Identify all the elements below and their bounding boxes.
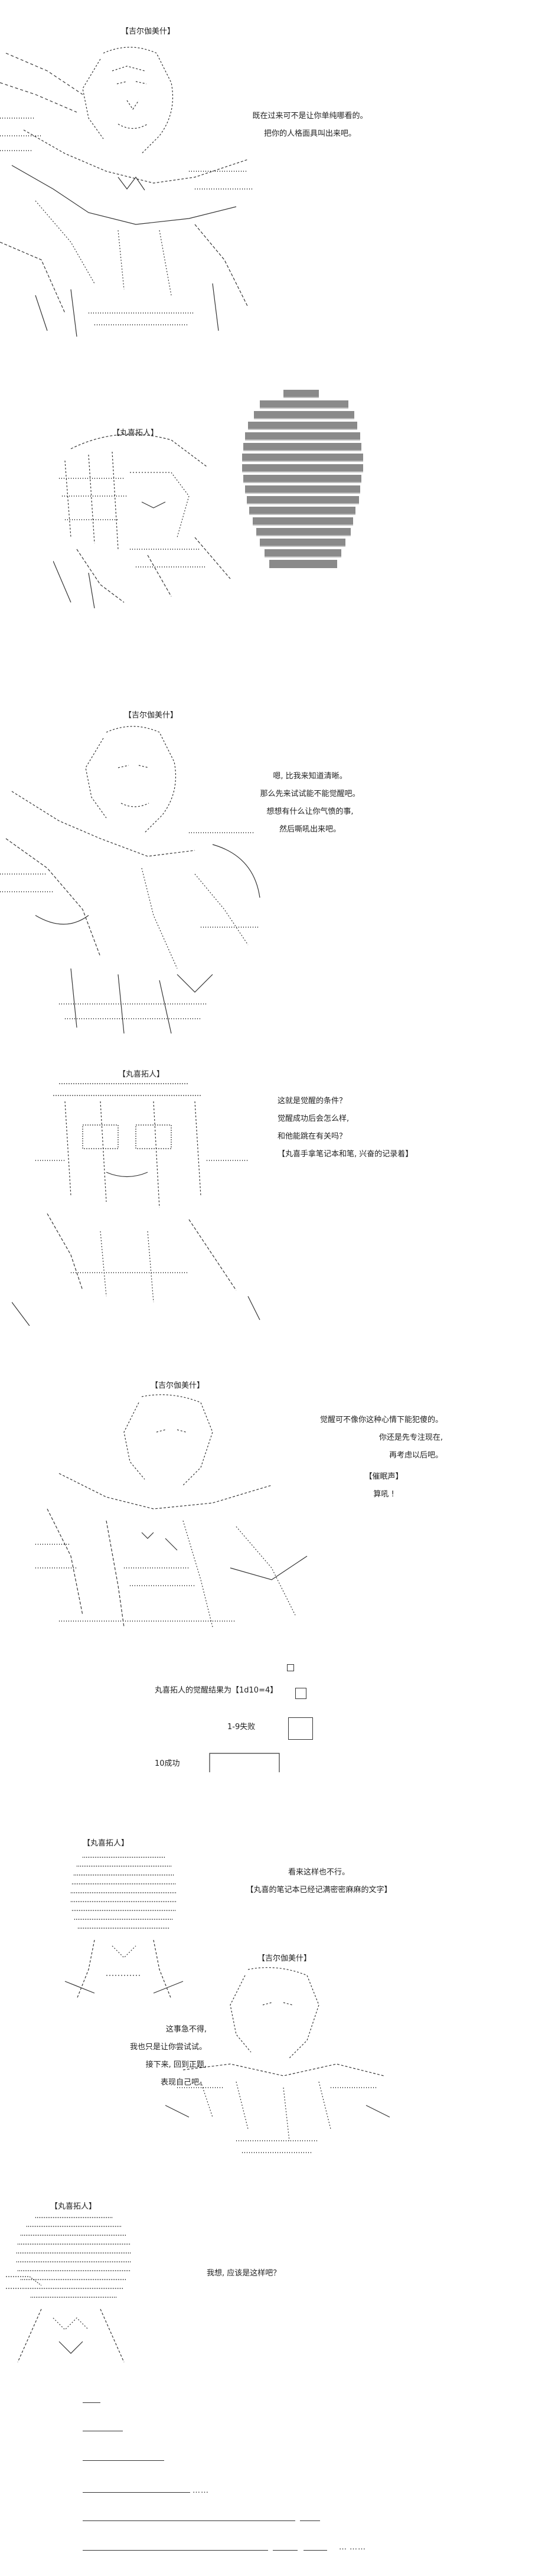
divider-rule — [304, 2550, 327, 2551]
dialogue-line: 这就是觉醒的条件？ — [278, 1097, 347, 1106]
dice-fail-text: 1-9失败 — [227, 1723, 256, 1732]
dialogue-line: 表现自己吧。 — [160, 2078, 207, 2087]
dialogue-line: 【丸喜手拿笔记本和笔, 兴奋的记录着】 — [278, 1150, 413, 1159]
dialogue-line: 算吼 ! — [373, 1490, 394, 1499]
speaker-name: 【吉尔伽美什】 — [151, 1381, 205, 1390]
dialogue-line: 把你的人格面具叫出来吧。 — [263, 129, 356, 138]
dialogue-block: 我想, 应该是这样吧？ — [207, 2265, 280, 2282]
speaker-name: 【丸喜拓人】 — [118, 1070, 165, 1079]
dialogue-line: 你还是先专注现在, — [378, 1433, 443, 1442]
divider-rule — [300, 2520, 320, 2521]
speaker-name: 【吉尔伽美什】 — [121, 27, 175, 36]
divider-rule — [83, 2460, 164, 2461]
speaker-name: 【丸喜拓人】 — [83, 1839, 129, 1848]
gilgamesh-ascii-art — [35, 1391, 319, 1645]
dice-result-text: 丸喜拓人的觉醒结果为【1d10=4】 — [155, 1686, 278, 1695]
dialogue-line: 看来这样也不行。 — [288, 1868, 350, 1877]
dice-success-text: 10成功 — [155, 1759, 180, 1768]
dice-bracket — [209, 1753, 280, 1773]
dialogue-line: 那么先来试试能不能觉醒吧。 — [260, 790, 360, 798]
dice-marker-box — [287, 1664, 294, 1671]
divider-rule — [83, 2492, 190, 2493]
dice-marker-box — [295, 1688, 306, 1699]
maruki-ascii-art — [53, 384, 272, 608]
ellipsis: … — [358, 2543, 366, 2552]
maruki-ascii-art — [6, 2212, 136, 2365]
ellipsis: … — [201, 2486, 208, 2495]
maruki-ascii-art — [12, 1078, 272, 1326]
dialogue-block: 嗯, 比我来知道清晰。 那么先来试试能不能觉醒吧。 想想有什么让你气愤的事, 然… — [230, 768, 390, 839]
ellipsis: … — [350, 2543, 357, 2552]
dialogue-line: 再考虑以后吧。 — [389, 1451, 443, 1460]
dialogue-line: 既在过来可不是让你单纯哪看的。 — [252, 112, 368, 120]
dice-marker-box — [288, 1717, 313, 1740]
divider-rule — [273, 2550, 298, 2551]
gilgamesh-ascii-art — [0, 720, 278, 1039]
ellipsis: … — [192, 2486, 200, 2495]
maruki-ascii-art — [59, 1851, 189, 2005]
shadow-figure-art — [236, 390, 366, 585]
dialogue-line: 【丸喜的笔记本已经记满密密麻麻的文字】 — [246, 1886, 392, 1894]
dialogue-line: 然后嘶吼出来吧。 — [279, 825, 341, 834]
dice-success-range: 10成功 — [155, 1755, 180, 1773]
dialogue-line: 这事急不得, — [165, 2025, 207, 2034]
dialogue-block: 既在过来可不是让你单纯哪看的。 把你的人格面具叫出来吧。 — [236, 107, 384, 143]
speaker-name: 【丸喜拓人】 — [112, 429, 159, 438]
speaker-name: 【吉尔伽美什】 — [124, 711, 178, 720]
gilgamesh-ascii-art — [0, 35, 278, 343]
divider-rule — [83, 2520, 295, 2521]
dialogue-block: 看来这样也不行。 【丸喜的笔记本已经记满密密麻麻的文字】 — [201, 1864, 437, 1899]
dialogue-block: 【催眠声】 算吼 ! — [354, 1468, 413, 1504]
dialogue-line: 我想, 应该是这样吧？ — [207, 2269, 281, 2278]
divider-rule — [83, 2550, 268, 2551]
speaker-name: 【丸喜拓人】 — [50, 2202, 97, 2211]
dialogue-line: 觉醒成功后会怎么样, — [278, 1114, 350, 1123]
dialogue-line: 我也只是让你尝试试。 — [129, 2043, 207, 2052]
dialogue-line: 觉醒可不像你这种心情下能犯傻的。 — [319, 1416, 443, 1424]
gilgamesh-ascii-art — [165, 1964, 390, 2164]
dialogue-line: 和他能跳在有关吗？ — [278, 1132, 347, 1141]
dialogue-line: 想想有什么让你气愤的事, — [266, 807, 354, 816]
dice-fail-range: 1-9失败 — [227, 1719, 255, 1736]
speaker-name: 【吉尔伽美什】 — [257, 1954, 312, 1963]
dialogue-block: 这事急不得, 我也只是让你尝试试。 接下来, 回到正题, 表现自己吧。 — [118, 2021, 207, 2092]
dialogue-block: 觉醒可不像你这种心情下能犯傻的。 你还是先专注现在, 再考虑以后吧。 — [260, 1411, 443, 1465]
dice-result: 丸喜拓人的觉醒结果为【1d10=4】 — [155, 1682, 278, 1700]
ellipsis: … — [339, 2543, 347, 2552]
dialogue-block: 这就是觉醒的条件？ 觉醒成功后会怎么样, 和他能跳在有关吗？ 【丸喜手拿笔记本和… — [278, 1093, 455, 1163]
dialogue-line: 接下来, 回到正题, — [145, 2060, 207, 2069]
dialogue-line: 【催眠声】 — [364, 1472, 403, 1481]
divider-rule — [83, 2402, 100, 2403]
dialogue-line: 嗯, 比我来知道清晰。 — [273, 772, 347, 781]
